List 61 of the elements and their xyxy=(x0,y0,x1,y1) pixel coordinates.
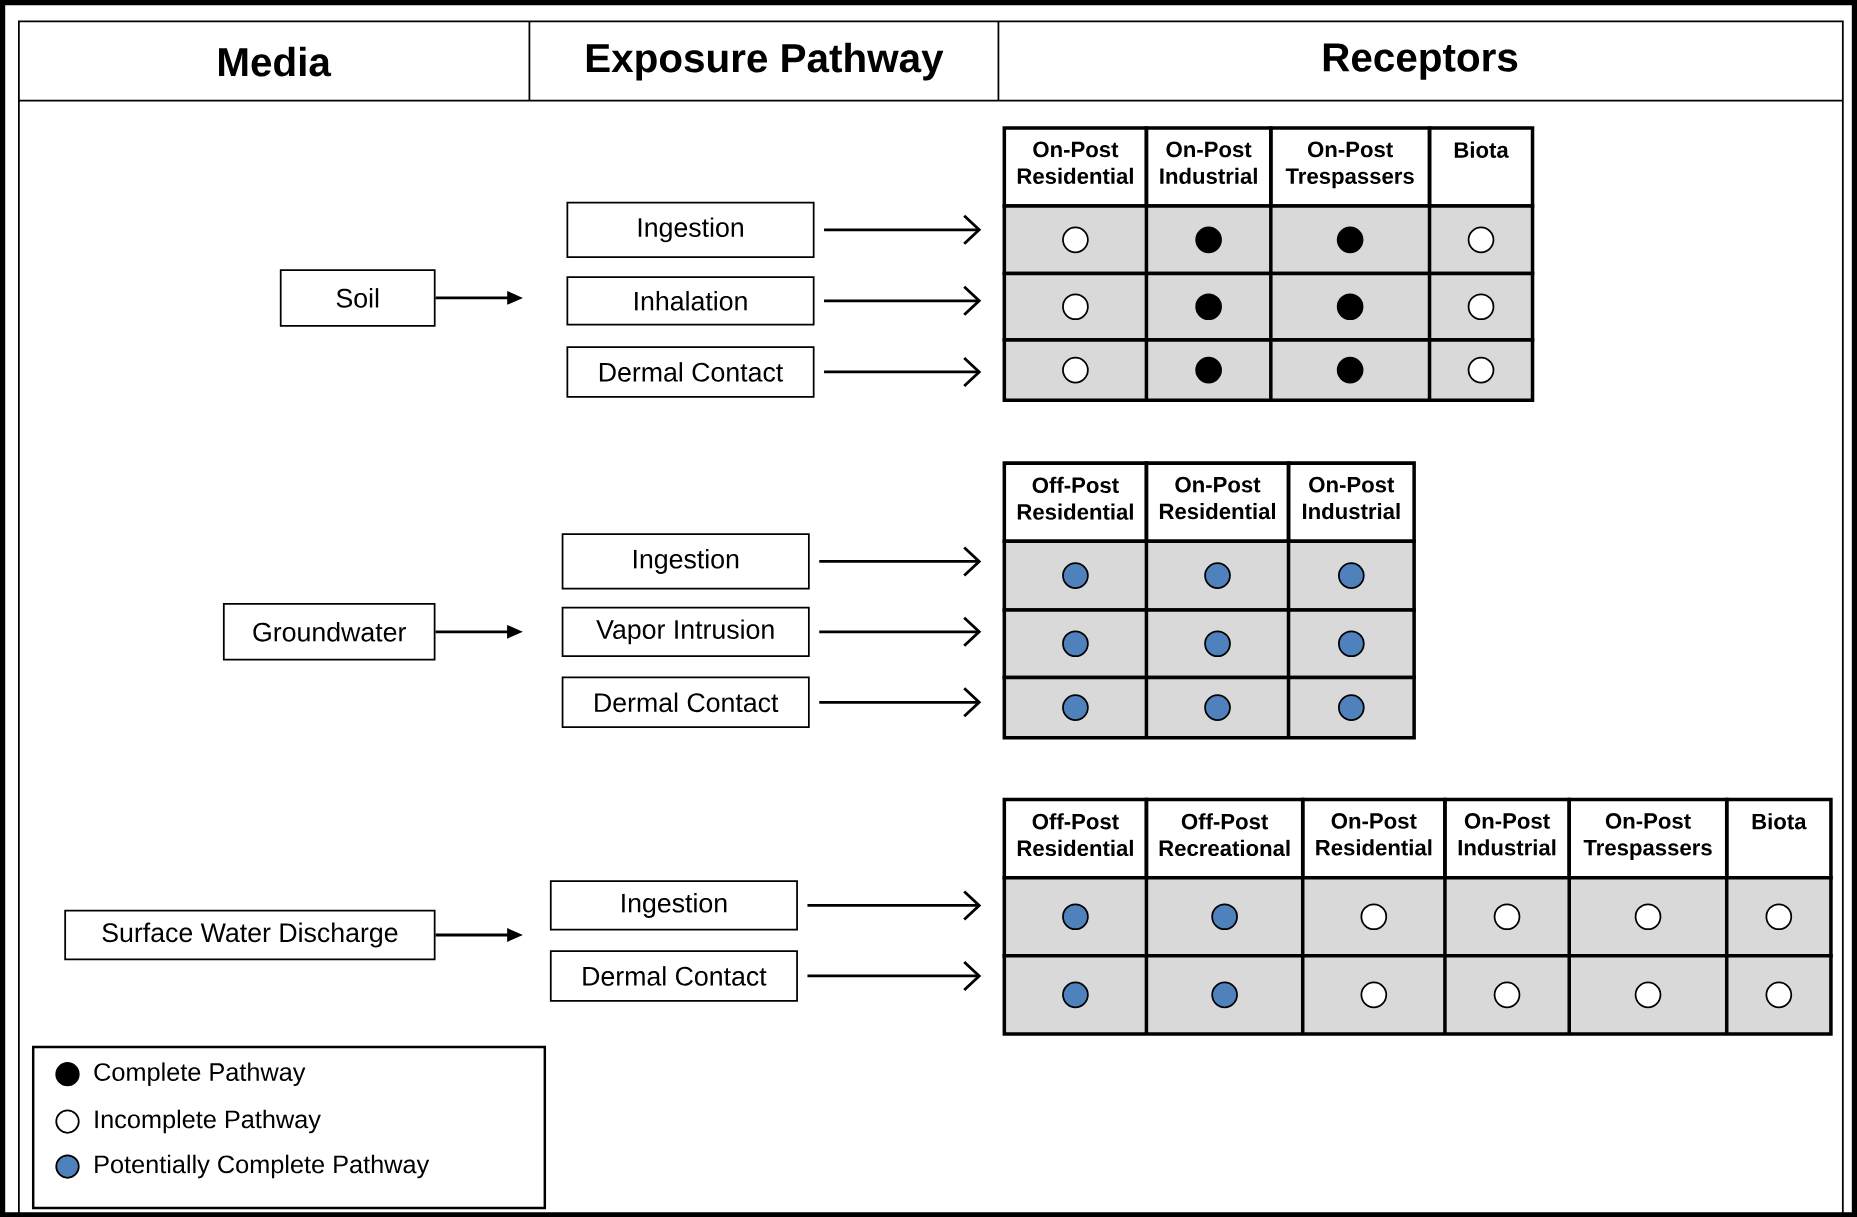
pathway-dot xyxy=(1360,903,1388,931)
arrow xyxy=(819,616,982,647)
pathway-dot xyxy=(1467,356,1495,384)
column-heading: Receptors xyxy=(1323,43,1518,80)
pathway-dot xyxy=(1211,903,1238,931)
table-row xyxy=(1002,675,1416,740)
pathway-dot xyxy=(1765,981,1793,1009)
arrow xyxy=(819,546,982,577)
pathway-dot xyxy=(1062,630,1089,658)
column-heading: Exposure Pathway xyxy=(586,42,944,81)
table-row xyxy=(1002,338,1535,403)
pathway-dot xyxy=(1360,981,1388,1009)
table-row xyxy=(1002,953,1833,1036)
pathway-box: Ingestion xyxy=(549,880,798,931)
pathway-box: Inhalation xyxy=(566,276,815,326)
legend-label: Complete Pathway xyxy=(94,1062,306,1086)
pathway-dot xyxy=(1062,226,1089,254)
pathway-box: Ingestion xyxy=(561,533,810,590)
pathway-box: Dermal Contact xyxy=(566,346,815,398)
legend-label: Potentially Complete Pathway xyxy=(95,1154,430,1179)
arrow xyxy=(819,687,982,718)
column-header: Off-Post Residential xyxy=(1002,461,1149,543)
pathway-dot xyxy=(1062,293,1089,321)
pathway-dot xyxy=(1634,903,1662,931)
pathway-box: Surface Water Discharge xyxy=(64,909,436,961)
pathway-dot xyxy=(1195,356,1222,384)
arrow xyxy=(824,285,982,316)
pathway-box: Dermal Contact xyxy=(549,950,798,1002)
column-heading: Media xyxy=(219,46,332,77)
pathway-dot xyxy=(1062,981,1089,1009)
pathway-dot xyxy=(1336,226,1364,254)
pathway-dot xyxy=(1062,562,1089,589)
pathway-dot xyxy=(1336,356,1364,384)
legend-label: Incomplete Pathway xyxy=(95,1109,321,1134)
column-header: On-Post Residential xyxy=(1144,461,1291,543)
pathway-dot xyxy=(1211,981,1238,1009)
pathway-dot xyxy=(1765,903,1793,931)
pathway-dot xyxy=(1336,293,1364,321)
pathway-dot xyxy=(1338,630,1365,658)
arrow xyxy=(824,214,982,245)
arrow xyxy=(824,356,982,387)
pathway-box: Soil xyxy=(279,269,436,327)
pathway-box: Dermal Contact xyxy=(561,676,810,729)
pathway-dot xyxy=(1467,293,1495,321)
pathway-dot xyxy=(1634,981,1662,1009)
pathway-dot xyxy=(1195,226,1222,254)
pathway-dot xyxy=(1338,562,1365,589)
arrow xyxy=(807,890,982,921)
pathway-dot xyxy=(1062,694,1089,721)
pathway-box: Vapor Intrusion xyxy=(561,606,810,657)
pathway-dot xyxy=(1493,981,1521,1009)
pathway-dot xyxy=(1338,694,1365,721)
pathway-box: Ingestion xyxy=(566,201,815,258)
pathway-dot xyxy=(1493,903,1521,931)
pathway-box: Groundwater xyxy=(222,603,436,661)
arrow xyxy=(807,960,982,991)
pathway-dot xyxy=(1467,226,1495,254)
column-header: On-Post Industrial xyxy=(1286,461,1416,543)
pathway-dot xyxy=(1195,293,1222,321)
pathway-dot xyxy=(1062,356,1089,384)
pathway-dot xyxy=(1062,903,1089,931)
